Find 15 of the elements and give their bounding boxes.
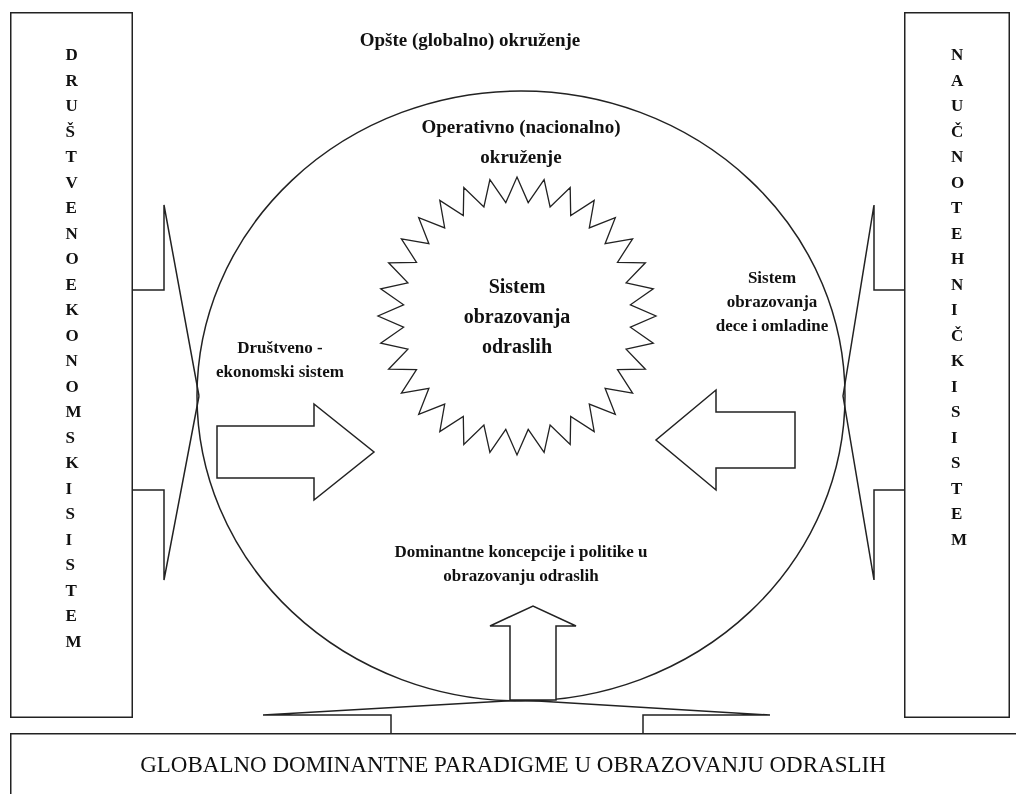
block-arrow xyxy=(654,388,796,492)
panel-label: GLOBALNO DOMINANTNE PARADIGME U OBRAZOVANJU ODRASLIH xyxy=(139,751,887,779)
funnel-connector xyxy=(262,699,771,734)
arrow-caption: Sistem obrazovanja dece i omladine xyxy=(710,266,834,338)
funnel-connector xyxy=(132,204,200,581)
funnel-connector xyxy=(842,204,905,581)
arrow-caption: Dominantne koncepcije i politike u obrazovanju odraslih xyxy=(354,540,688,588)
environment-heading: Operativno (nacionalno) okruženje xyxy=(420,115,622,169)
system-label: Sistem obrazovanja odraslih xyxy=(462,274,572,359)
vertical-label: DRUŠTVENO EKONOMSKI SISTEM xyxy=(65,44,90,653)
environment-title: Opšte (globalno) okruženje xyxy=(358,28,582,52)
arrow-caption: Društveno - ekonomski sistem xyxy=(210,336,350,384)
vertical-label: NAUČNO TEHNIČKI SISTEM xyxy=(951,44,975,551)
block-arrow xyxy=(489,605,577,701)
block-arrow xyxy=(216,402,376,502)
